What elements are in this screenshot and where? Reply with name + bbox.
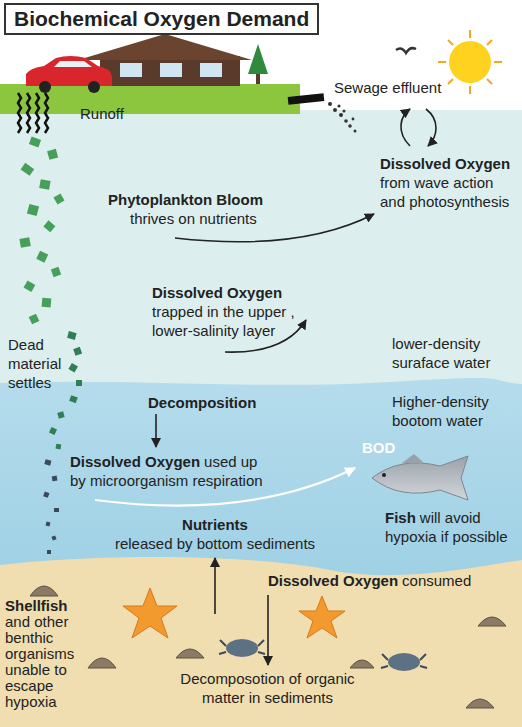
label-text: Dead material settles (8, 335, 68, 392)
label-text: Sewage effluent (334, 78, 441, 97)
label-group: Dissolved Oxygenused up by microorganism… (70, 452, 275, 490)
label-group: Phytoplankton Bloom (108, 190, 263, 209)
label-text: Decomposotion of organic matter in sedim… (160, 669, 375, 707)
label-text: Dissolved Oxygen (70, 452, 200, 471)
label-text: Dissolved Oxygen (380, 154, 516, 173)
label-text: consumed (402, 572, 471, 589)
label-text: Fish (385, 508, 416, 527)
label-group: Dissolved Oxygenconsumed (268, 571, 508, 590)
label-group: Decomposotion of organic matter in sedim… (160, 669, 375, 707)
label-text: lower-density suraface water (392, 334, 516, 372)
label-text: Phytoplankton Bloom (108, 190, 263, 209)
label-group: lower-density suraface water (392, 334, 516, 372)
label-text: released by bottom sediments (95, 534, 335, 553)
label-text: BOD (362, 438, 395, 457)
label-group: Dead material settles (8, 335, 68, 392)
label-group: Decomposition (148, 393, 256, 412)
label-text: Dissolved Oxygen (152, 283, 324, 302)
label-text: trapped in the upper , lower-salinity la… (152, 302, 324, 340)
label-text: Decomposition (148, 393, 256, 412)
label-text: thrives on nutrients (130, 209, 257, 228)
label-text: Shellfish (5, 598, 68, 614)
label-group: Shellfishand other benthic organisms una… (5, 598, 77, 710)
label-group: Runoff (80, 104, 124, 123)
label-group: thrives on nutrients (130, 209, 257, 228)
label-text: Runoff (80, 104, 124, 123)
label-group: Dissolved Oxygentrapped in the upper , l… (152, 283, 324, 340)
label-group: BOD (362, 438, 395, 457)
label-group: Nutrientsreleased by bottom sediments (95, 515, 335, 553)
title-box: Biochemical Oxygen Demand (4, 3, 319, 35)
label-group: Higher-density bootom water (392, 392, 516, 430)
label-text: and other benthic organisms unable to es… (5, 613, 74, 710)
label-group: Sewage effluent (334, 78, 441, 97)
label-group: Fishwill avoid hypoxia if possible (385, 508, 515, 546)
label-text: Higher-density bootom water (392, 392, 516, 430)
title-text: Biochemical Oxygen Demand (14, 6, 309, 32)
label-text: Nutrients (95, 515, 335, 534)
label-text: from wave action and photosynthesis (380, 173, 516, 211)
label-group: Dissolved Oxygenfrom wave action and pho… (380, 154, 516, 211)
label-text: Dissolved Oxygen (268, 571, 398, 590)
